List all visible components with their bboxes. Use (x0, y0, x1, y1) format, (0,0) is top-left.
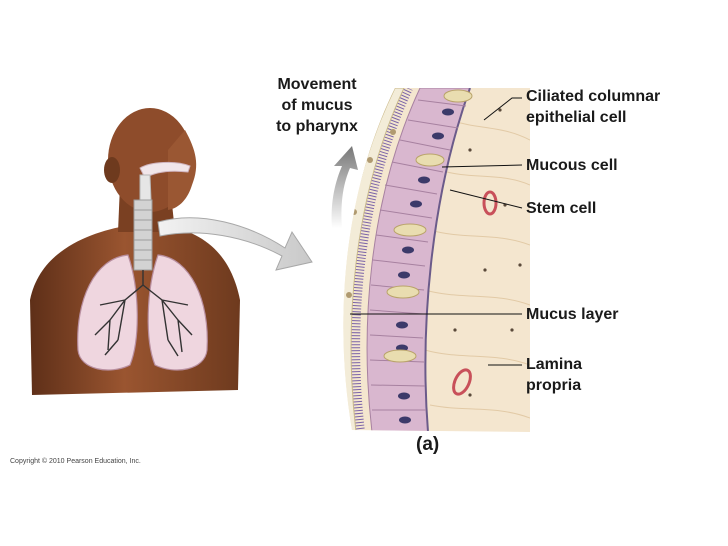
mucus-movement-arrow (331, 146, 358, 228)
leader-lines (350, 97, 523, 366)
blood-vessel (452, 368, 472, 396)
lamina-label-line1: Lamina (526, 356, 583, 373)
movement-label-line3: to pharynx (276, 118, 358, 135)
mucus-layer-label: Mucus layer (526, 306, 619, 323)
lamina-label-line2: propria (526, 377, 582, 394)
tissue-section (343, 88, 530, 432)
human-torso-illustration (30, 108, 240, 395)
lamina-propria-label: Lamina propria (526, 354, 582, 396)
copyright-notice: Copyright © 2010 Pearson Education, Inc. (10, 458, 141, 465)
movement-label: Movement of mucus to pharynx (262, 74, 372, 137)
right-lung (147, 254, 208, 371)
left-lung (77, 254, 138, 371)
zoom-arrow (157, 217, 313, 271)
bronchial-tree (94, 270, 193, 357)
ciliated-label-line2: epithelial cell (526, 109, 627, 126)
ciliated-cell-label: Ciliated columnar epithelial cell (526, 86, 660, 128)
stem-cell-label: Stem cell (526, 200, 597, 217)
movement-label-line2: of mucus (281, 97, 353, 114)
blood-vessel (482, 190, 498, 216)
panel-label: (a) (416, 434, 440, 455)
ciliated-label-line1: Ciliated columnar (526, 88, 661, 105)
nasal-cavity (139, 161, 191, 179)
mucous-cell-label: Mucous cell (526, 157, 618, 174)
movement-label-line1: Movement (277, 76, 357, 93)
ear (104, 157, 120, 183)
cilia-fringe (350, 88, 413, 432)
